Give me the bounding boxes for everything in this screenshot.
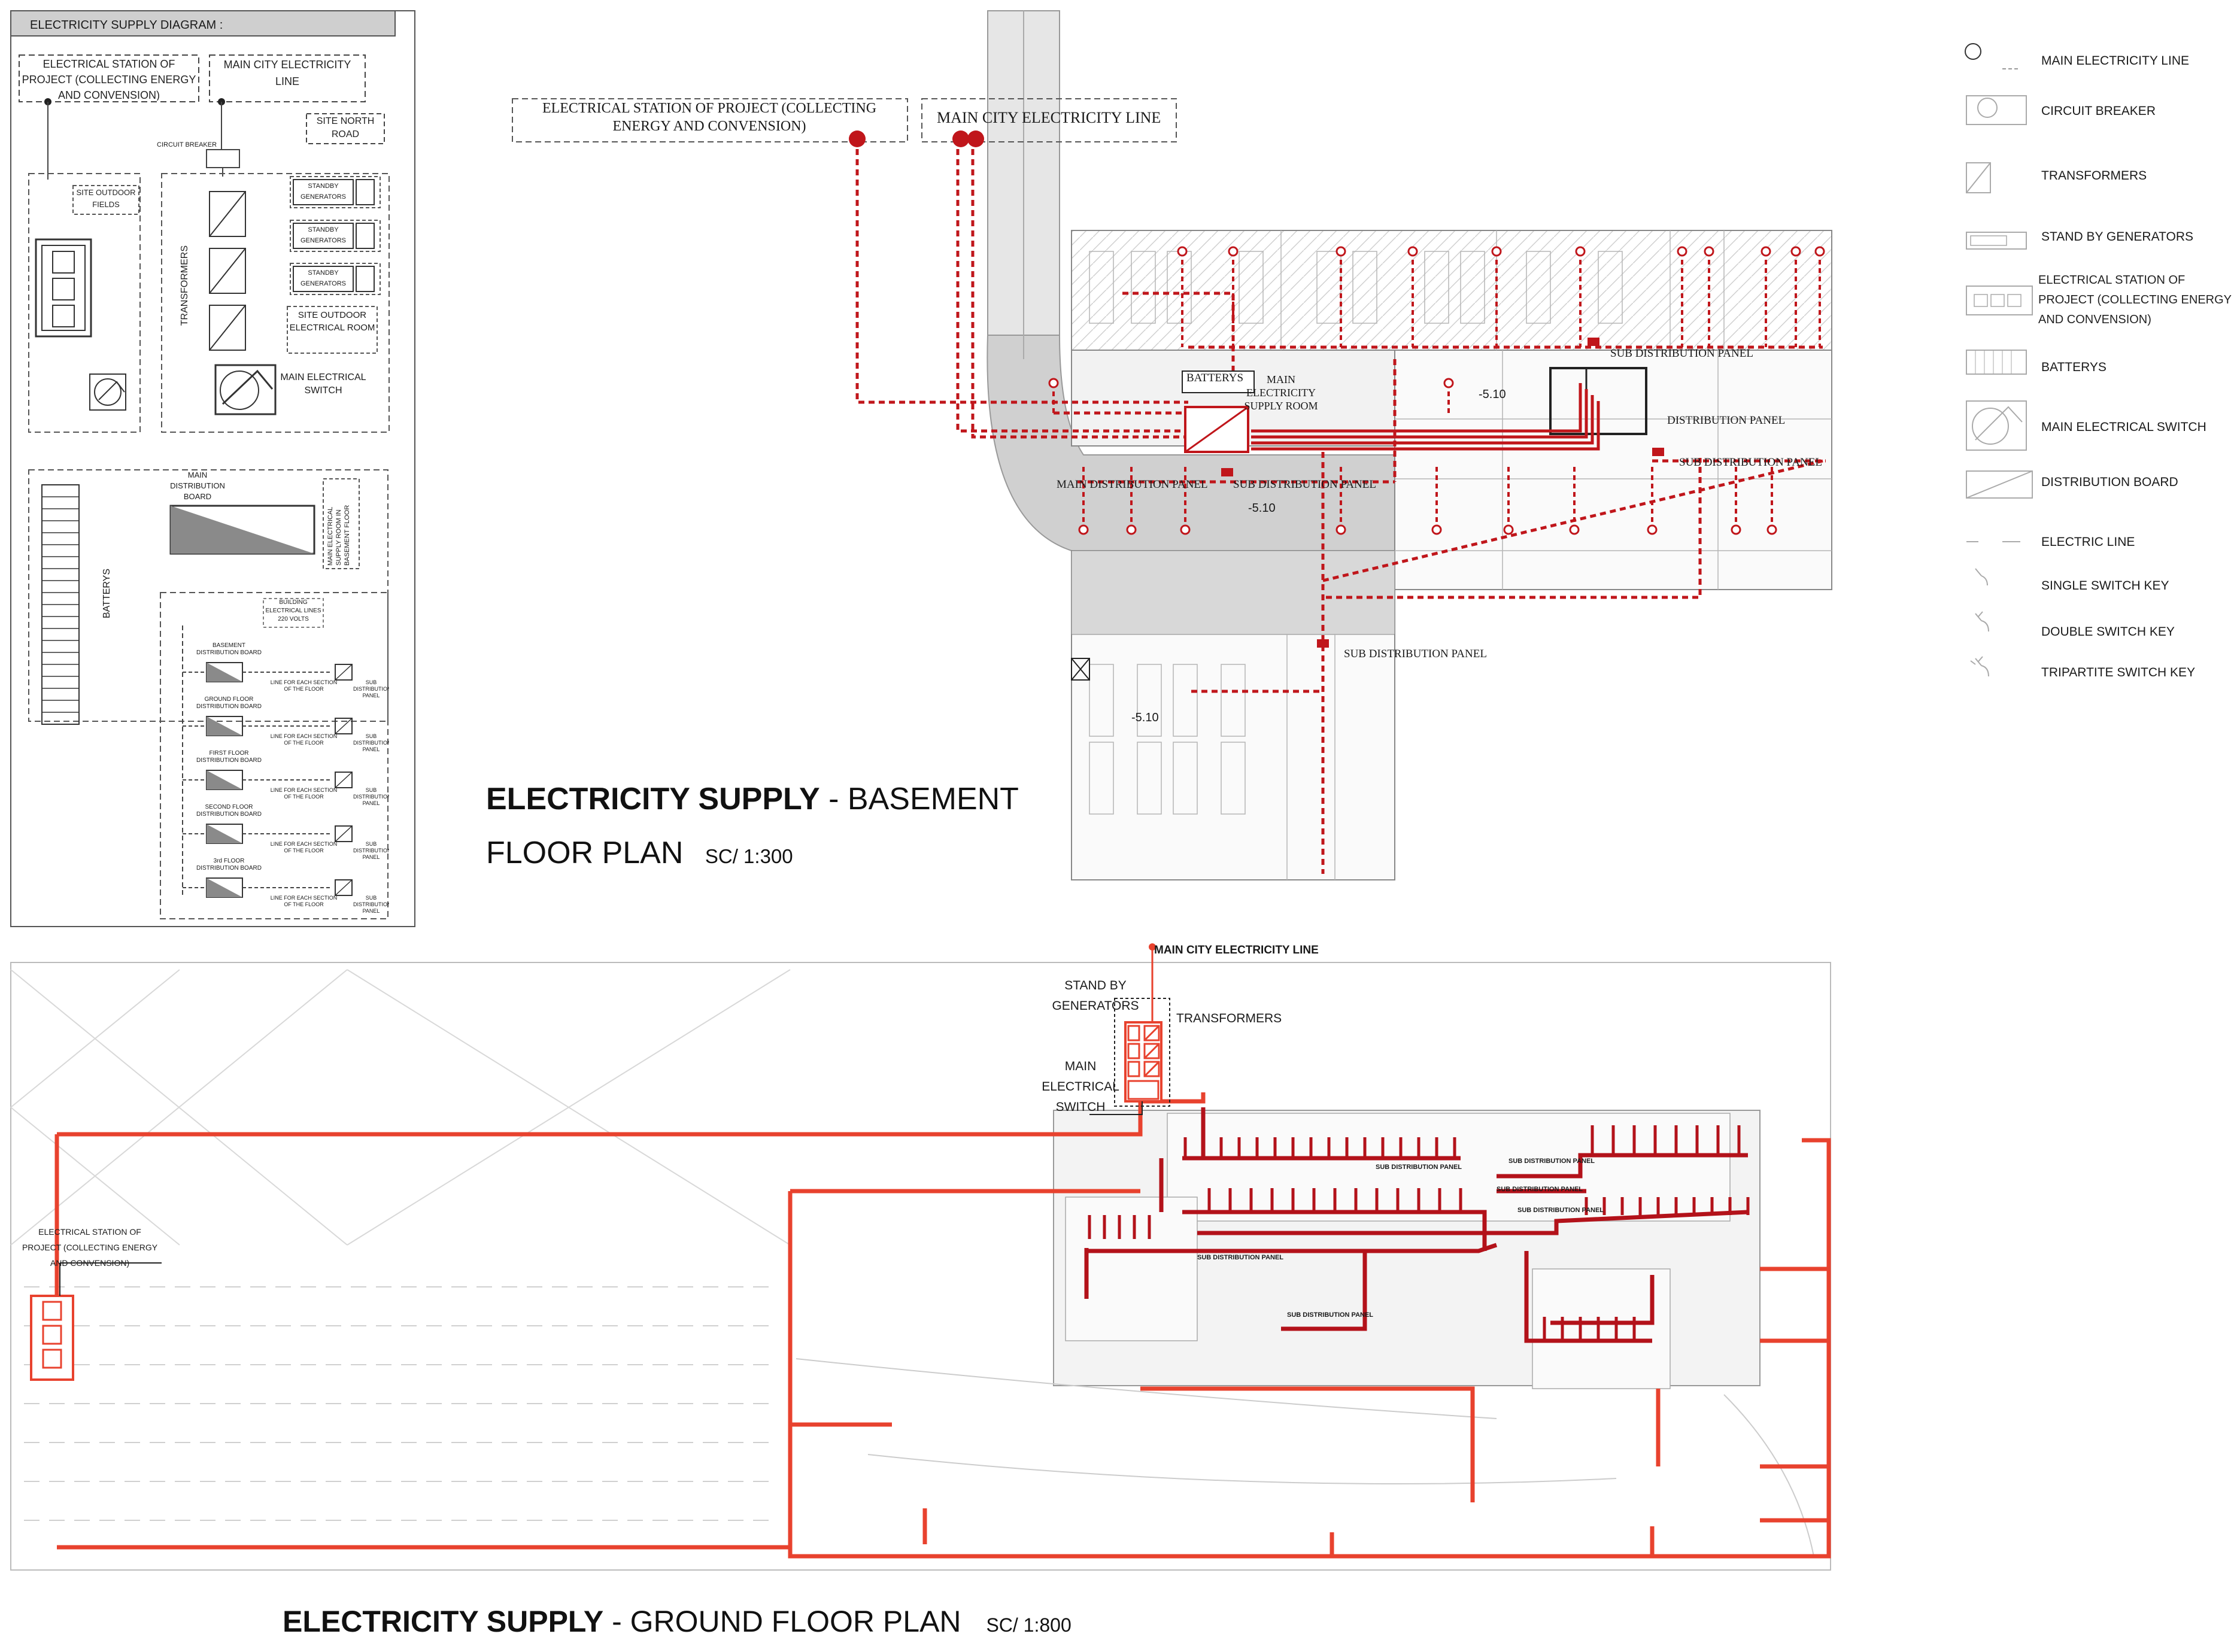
legend-label-9: SINGLE SWITCH KEY — [2041, 579, 2169, 593]
main-line-icon — [1965, 43, 1981, 60]
diagram-city-line-label: MAIN CITY ELECTRICITY LINE — [223, 59, 351, 87]
battery-icon — [1966, 350, 2027, 375]
sub-panel-box — [335, 664, 353, 681]
floor-board-list: BASEMENT DISTRIBUTION BOARD LINE FOR EACH… — [183, 642, 389, 914]
ground-title: ELECTRICITY SUPPLY - GROUND FLOOR PLAN S… — [283, 1604, 1072, 1639]
sub-panel-box — [335, 879, 353, 896]
ground-sub-panel-6: SUB DISTRIBUTION PANEL — [1287, 1311, 1373, 1319]
sub-panel-label: SUB DISTRIBUTION PANEL — [353, 787, 389, 806]
diagram-main-board-label: MAIN DISTRIBUTION BOARD — [170, 470, 225, 501]
sub-panel-label: SUB DISTRIBUTION PANEL — [353, 895, 389, 914]
line-for-each-label: LINE FOR EACH SECTION OF THE FLOOR — [270, 841, 338, 854]
ground-sub-panel-2: SUB DISTRIBUTION PANEL — [1508, 1158, 1595, 1165]
legend-label-7: DISTRIBUTION BOARD — [2041, 475, 2178, 489]
basement-scale: SC/ 1:300 — [705, 845, 793, 867]
ground-sub-panel-3: SUB DISTRIBUTION PANEL — [1497, 1186, 1583, 1193]
ground-main-switch: MAIN ELECTRICAL SWITCH — [1042, 1059, 1119, 1114]
ground-title-bold: ELECTRICITY SUPPLY — [283, 1605, 604, 1638]
legend-label-10: DOUBLE SWITCH KEY — [2041, 625, 2175, 639]
basement-title-floorplan: FLOOR PLAN — [486, 836, 684, 870]
basement-dist-panel: DISTRIBUTION PANEL — [1667, 414, 1785, 427]
diagram-title: ELECTRICITY SUPPLY DIAGRAM : — [30, 19, 223, 32]
basement-station-label: ELECTRICAL STATION OF PROJECT (COLLECTIN… — [542, 101, 877, 134]
tripartite-switch-icon — [1970, 656, 1989, 677]
diagram-station-label: ELECTRICAL STATION OF PROJECT (COLLECTIN… — [22, 58, 196, 101]
sub-panel-label: SUB DISTRIBUTION PANEL — [353, 841, 389, 860]
ground-scale: SC/ 1:800 — [986, 1614, 1072, 1636]
sub-panel-box — [335, 772, 353, 788]
basement-supply-room: MAIN ELECTRICITY SUPPLY ROOM — [1244, 373, 1318, 412]
basement-title-line2: FLOOR PLAN SC/ 1:300 — [486, 835, 793, 871]
basement-batterys: BATTERYS — [1186, 372, 1243, 384]
line-for-each-label: LINE FOR EACH SECTION OF THE FLOOR — [270, 733, 338, 746]
basement-level-1: -5.10 — [1479, 388, 1506, 401]
line-for-each-label: LINE FOR EACH SECTION OF THE FLOOR — [270, 679, 338, 692]
legend-label-4: ELECTRICAL STATION OF PROJECT (COLLECTIN… — [2038, 274, 2232, 326]
legend-label-0: MAIN ELECTRICITY LINE — [2041, 54, 2189, 68]
station-icon — [1966, 286, 2033, 315]
legend-label-1: CIRCUIT BREAKER — [2041, 104, 2156, 118]
ground-city-line: MAIN CITY ELECTRICITY LINE — [1154, 944, 1319, 956]
basement-sub-panel-4: SUB DISTRIBUTION PANEL — [1344, 648, 1487, 660]
sub-panel-label: SUB DISTRIBUTION PANEL — [353, 733, 389, 752]
diagram-north-road: SITE NORTH ROAD — [316, 116, 375, 139]
basement-main-dist-panel: MAIN DISTRIBUTION PANEL — [1057, 478, 1208, 491]
basement-sub-panel-2: SUB DISTRIBUTION PANEL — [1610, 347, 1753, 360]
floor-board-label: GROUND FLOOR DISTRIBUTION BOARD — [196, 696, 262, 710]
diagram-transformers-label: TRANSFORMERS — [180, 245, 190, 326]
legend-label-11: TRIPARTITE SWITCH KEY — [2041, 666, 2195, 679]
sub-panel-box — [335, 825, 353, 842]
distribution-board-icon — [1966, 470, 2033, 499]
floor-board-label: 3rd FLOOR DISTRIBUTION BOARD — [196, 858, 262, 871]
legend-label-8: ELECTRIC LINE — [2041, 535, 2135, 549]
line-for-each-label: LINE FOR EACH SECTION OF THE FLOOR — [270, 787, 338, 800]
diagram-standby-2: STANDBY GENERATORS — [301, 226, 346, 244]
legend-label-6: MAIN ELECTRICAL SWITCH — [2041, 420, 2206, 434]
floor-board-label: FIRST FLOOR DISTRIBUTION BOARD — [196, 750, 262, 764]
basement-plan: BATTERYS MAIN ELECTRICITY SUPPLY ROOM EL… — [512, 10, 1832, 880]
diagram-standby-3: STANDBY GENERATORS — [301, 269, 346, 287]
ground-plan: MAIN CITY ELECTRICITY LINE STAND BY GENE… — [10, 943, 1831, 1571]
transformer-icon — [1966, 162, 1991, 193]
legend-label-3: STAND BY GENERATORS — [2041, 230, 2193, 244]
legend: MAIN ELECTRICITY LINE CIRCUIT BREAKER TRAN… — [1965, 43, 2232, 679]
basement-title-rest: - BASEMENT — [819, 782, 1019, 816]
basement-title: ELECTRICITY SUPPLY - BASEMENT — [486, 781, 1019, 817]
ground-station-label: ELECTRICAL STATION OF PROJECT (COLLECTIN… — [22, 1227, 158, 1268]
basement-city-line-label: MAIN CITY ELECTRICITY LINE — [937, 109, 1161, 126]
ground-title-rest: - GROUND FLOOR PLAN — [603, 1605, 961, 1638]
diagram-outdoor-fields: SITE OUTDOOR FIELDS — [76, 188, 136, 209]
diagram-main-switch: MAIN ELECTRICAL SWITCH — [280, 372, 366, 396]
circuit-breaker-icon — [1966, 95, 2027, 125]
diagram-standby-1: STANDBY GENERATORS — [301, 183, 346, 201]
basement-sub-panel-3: SUB DISTRIBUTION PANEL — [1679, 456, 1822, 469]
line-for-each-label: LINE FOR EACH SECTION OF THE FLOOR — [270, 895, 338, 907]
floor-board-label: SECOND FLOOR DISTRIBUTION BOARD — [196, 804, 262, 818]
sub-panel-label: SUB DISTRIBUTION PANEL — [353, 679, 389, 699]
floor-board-label: BASEMENT DISTRIBUTION BOARD — [196, 642, 262, 656]
basement-sub-panel-1: SUB DISTRIBUTION PANEL — [1233, 478, 1376, 491]
double-switch-icon — [1975, 611, 1989, 632]
basement-level-3: -5.10 — [1131, 711, 1159, 724]
ground-sub-panel-1: SUB DISTRIBUTION PANEL — [1376, 1164, 1462, 1171]
diagram-circuit-breaker: CIRCUIT BREAKER — [157, 141, 217, 148]
diagram-supply-room-label: MAIN ELECTRICAL SUPPLY ROOM IN BASEMENT … — [327, 505, 351, 566]
main-switch-icon — [1966, 400, 2027, 451]
sub-panel-box — [335, 718, 353, 734]
ground-transformers: TRANSFORMERS — [1176, 1012, 1282, 1025]
legend-label-2: TRANSFORMERS — [2041, 169, 2147, 183]
legend-label-5: BATTERYS — [2041, 360, 2107, 374]
ground-sub-panel-4: SUB DISTRIBUTION PANEL — [1517, 1207, 1604, 1214]
diagram-batterys-label: BATTERYS — [102, 569, 112, 618]
ground-sub-panel-5: SUB DISTRIBUTION PANEL — [1197, 1254, 1283, 1261]
single-switch-icon — [1975, 568, 1988, 586]
supply-diagram: ELECTRICITY SUPPLY DIAGRAM : ELECTRICAL … — [10, 10, 415, 927]
ground-standby: STAND BY GENERATORS — [1052, 979, 1139, 1013]
diagram-building-lines: BUILDING ELECTRICAL LINES 220 VOLTS — [265, 599, 321, 622]
diagram-outdoor-room: SITE OUTDOOR ELECTRICAL ROOM — [289, 310, 375, 333]
basement-level-2: -5.10 — [1248, 502, 1276, 515]
basement-title-bold: ELECTRICITY SUPPLY — [486, 782, 820, 816]
generator-icon — [1966, 232, 2027, 250]
